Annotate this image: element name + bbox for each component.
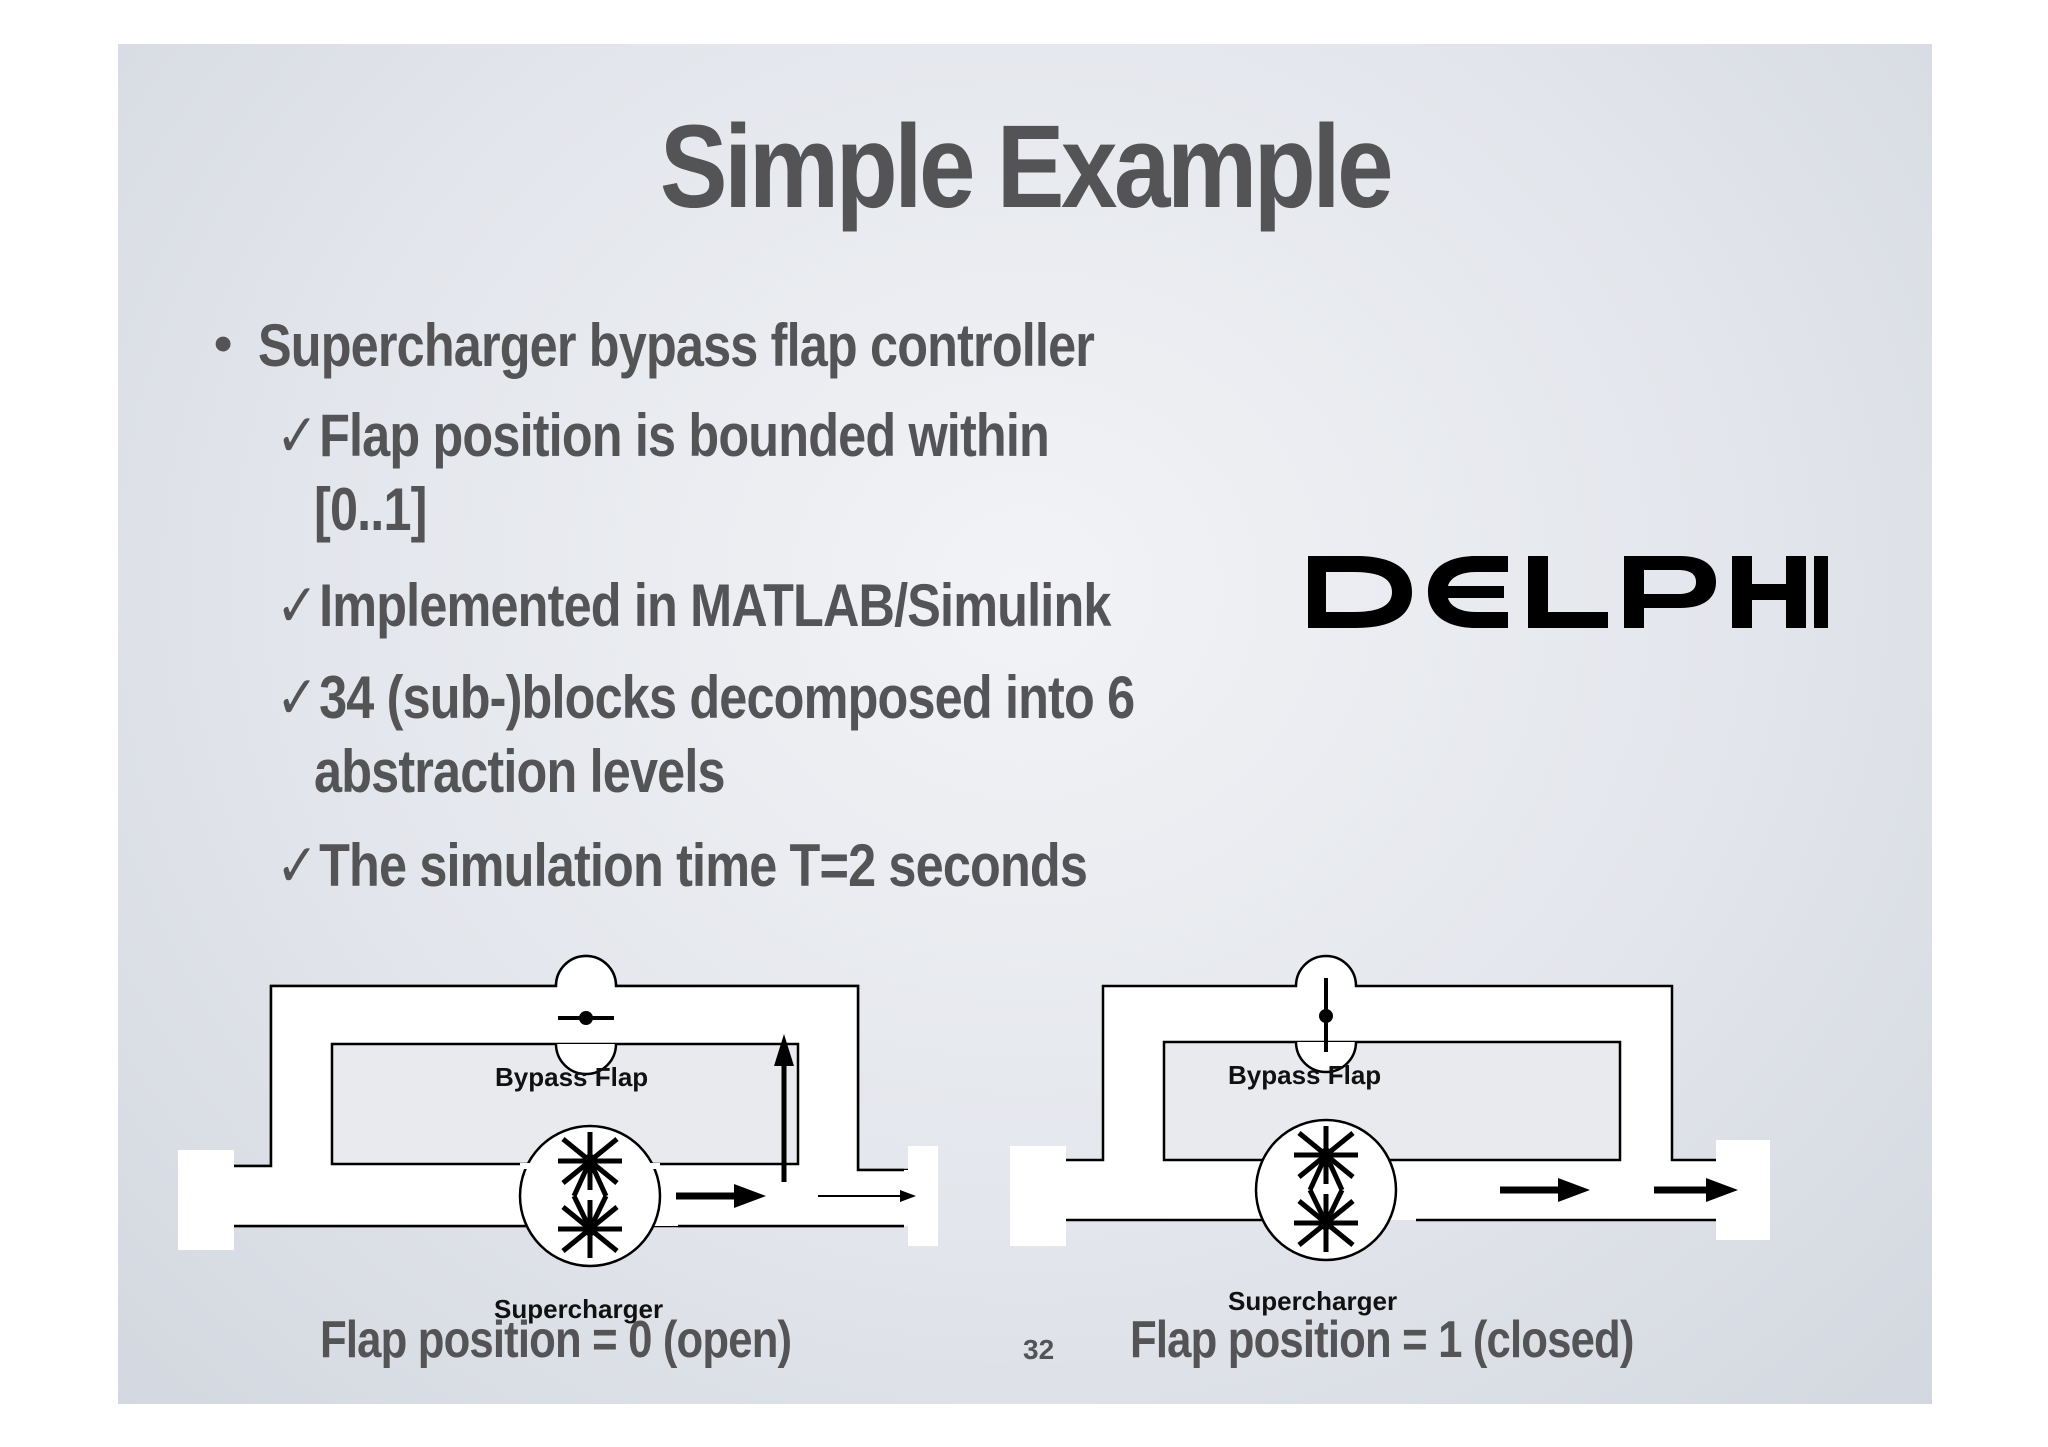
page-number: 32 bbox=[1023, 1334, 1055, 1365]
bypass-flow-arrow-icon bbox=[774, 1034, 794, 1182]
slide: Simple Example • Supercharger bypass fla… bbox=[118, 44, 1932, 1404]
bypass-flap-label: Bypass Flap bbox=[1228, 1060, 1381, 1090]
bullet-list: • Supercharger bypass flap controller ✓F… bbox=[118, 44, 1932, 1404]
flow-arrow-icon bbox=[1500, 1178, 1590, 1202]
supercharger-label: Supercharger bbox=[1228, 1286, 1397, 1316]
diagram-closed: Bypass Flap Supercharger bbox=[1010, 954, 1770, 1316]
outlet-arrow-icon bbox=[1654, 1178, 1738, 1202]
bullet-main: Supercharger bypass flap controller bbox=[258, 312, 1095, 379]
sub-item-text: The simulation time T=2 seconds bbox=[319, 832, 1088, 899]
delphi-logo bbox=[1308, 556, 1828, 628]
check-icon: ✓ bbox=[276, 402, 318, 469]
sub-item-1-cont: [0..1] bbox=[314, 476, 427, 543]
slide-title: Simple Example bbox=[659, 101, 1394, 233]
sub-item-text: Flap position is bounded within bbox=[319, 402, 1050, 469]
bullet-dot: • bbox=[214, 315, 233, 373]
caption-closed: Flap position = 1 (closed) bbox=[1130, 1311, 1634, 1369]
bypass-flap-label: Bypass Flap bbox=[495, 1062, 648, 1092]
bypass-flap-icon bbox=[558, 1011, 614, 1025]
sub-item-3-cont: abstraction levels bbox=[314, 738, 726, 805]
supercharger-icon bbox=[518, 1124, 662, 1268]
check-icon: ✓ bbox=[276, 664, 318, 731]
bypass-flap-icon bbox=[1319, 978, 1333, 1052]
supercharger-label: Supercharger bbox=[494, 1294, 663, 1324]
sub-item-text: Implemented in MATLAB/Simulink bbox=[319, 572, 1111, 639]
inlet-block bbox=[178, 1150, 234, 1250]
supercharger-icon bbox=[1254, 1118, 1398, 1262]
inlet-block bbox=[1010, 1146, 1066, 1246]
sub-item-1: ✓Flap position is bounded within bbox=[276, 406, 1050, 466]
caption-open: Flap position = 0 (open) bbox=[320, 1311, 792, 1369]
inner-loop bbox=[1162, 1040, 1622, 1162]
sub-item-4: ✓The simulation time T=2 seconds bbox=[276, 836, 1088, 896]
flow-arrow-icon bbox=[676, 1184, 766, 1208]
check-icon: ✓ bbox=[276, 832, 318, 899]
outlet-arrow-icon bbox=[818, 1190, 916, 1202]
diagram-open: Bypass Flap Supercharger bbox=[178, 954, 938, 1324]
sub-item-2: ✓Implemented in MATLAB/Simulink bbox=[276, 576, 1111, 636]
sub-item-text: 34 (sub-)blocks decomposed into 6 bbox=[319, 664, 1135, 731]
check-icon: ✓ bbox=[276, 572, 318, 639]
sub-item-3: ✓34 (sub-)blocks decomposed into 6 bbox=[276, 668, 1135, 728]
